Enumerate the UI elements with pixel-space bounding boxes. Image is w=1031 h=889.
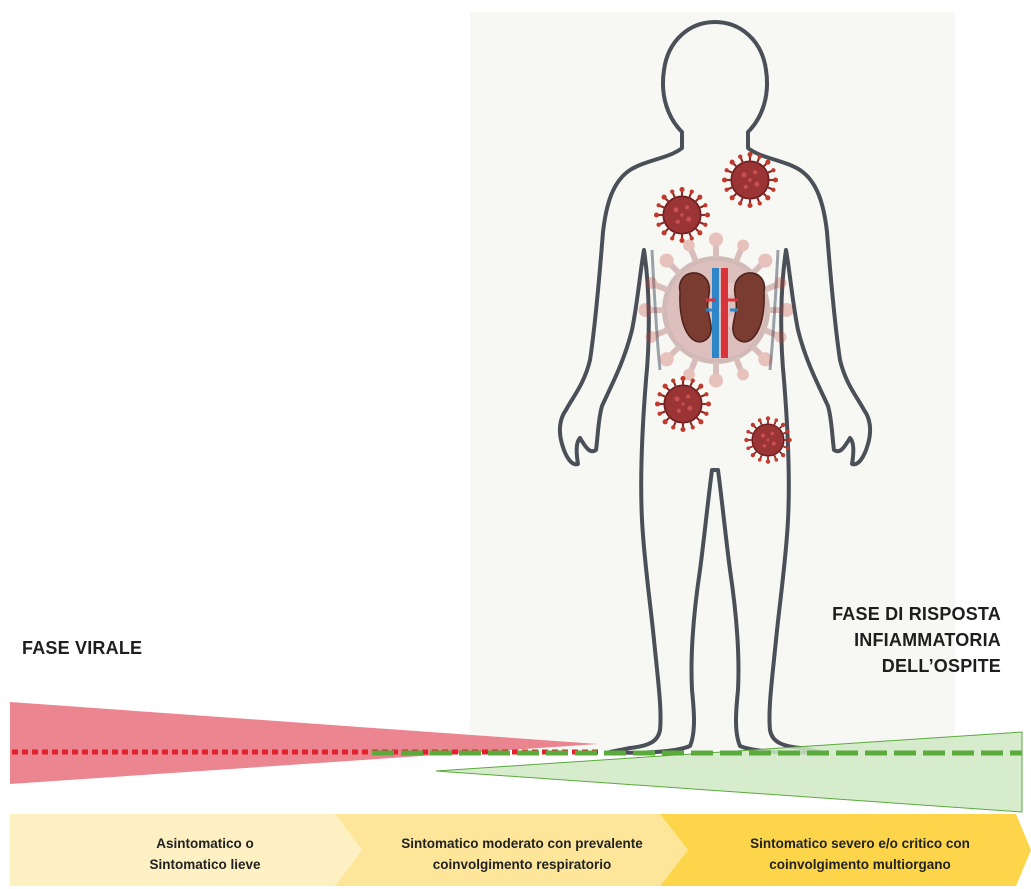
stage-label-line: Sintomatico severo e/o critico con [700,833,1020,854]
host-phase-label-line: DELL’OSPITE [741,653,1001,679]
host-phase-label-line: FASE DI RISPOSTA [741,601,1001,627]
stage-label-line: coinvolgimento multiorgano [700,854,1020,875]
host-phase-label: FASE DI RISPOSTA INFIAMMATORIA DELL’OSPI… [741,601,1001,679]
virus-icon [655,376,711,432]
stage-label-line: Asintomatico o [80,833,330,854]
stage-label-line: coinvolgimento respiratorio [362,854,682,875]
stage-moderate-label: Sintomatico moderato con prevalente coin… [362,833,682,875]
stage-mild-label: Asintomatico o Sintomatico lieve [80,833,330,875]
virus-icon [744,416,792,464]
stage-label-line: Sintomatico lieve [80,854,330,875]
virus-icon [722,152,778,208]
stage-label-line: Sintomatico moderato con prevalente [362,833,682,854]
viral-phase-label: FASE VIRALE [22,635,142,661]
stage-severe-label: Sintomatico severo e/o critico con coinv… [700,833,1020,875]
host-phase-label-line: INFIAMMATORIA [741,627,1001,653]
virus-icon [654,187,710,243]
